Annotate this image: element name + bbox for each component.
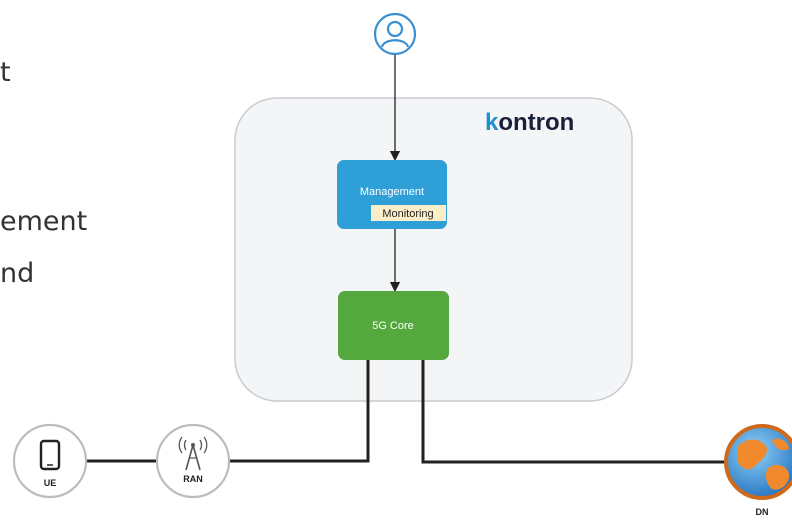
management-box[interactable]: Management Monitoring [337,160,447,229]
5g-core-label: 5G Core [372,320,414,332]
dn-node[interactable]: DN [724,424,792,517]
antenna-tower-icon [178,436,208,471]
ran-node[interactable]: RAN [155,423,231,499]
globe-icon [724,424,792,500]
5g-core-box[interactable]: 5G Core [338,291,449,360]
ran-label: RAN [183,474,203,484]
kontron-logo-rest: ontron [498,109,574,136]
monitoring-tag: Monitoring [382,208,433,220]
side-text-line-3: nd [0,258,35,289]
ran-to-core-link [230,360,370,463]
kontron-logo: kontron [485,109,574,136]
ue-label: UE [44,478,57,488]
side-text-line-1: t [0,57,11,88]
svg-text:kontron: kontron [485,109,574,136]
side-text-line-2: ement [0,206,88,237]
kontron-platform [234,97,633,402]
smartphone-icon [39,439,61,471]
kontron-logo-k: k [485,109,499,136]
ue-node[interactable]: UE [12,423,88,499]
management-label: Management [360,186,424,198]
user-icon[interactable] [373,12,417,56]
core-to-dn-link [421,360,728,464]
monitoring-tag-bg [371,205,446,221]
dn-label: DN [756,507,769,517]
